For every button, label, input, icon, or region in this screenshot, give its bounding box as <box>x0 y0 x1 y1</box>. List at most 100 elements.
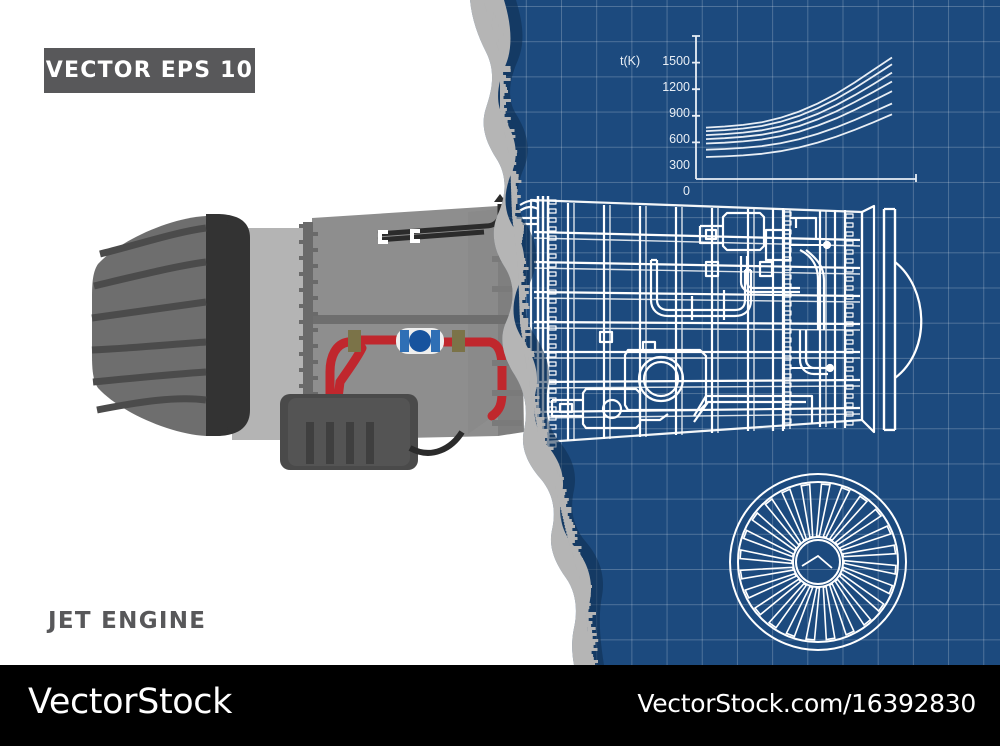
paper-fibre <box>533 402 539 405</box>
paper-fibre <box>516 252 521 255</box>
vectorstock-brand: VectorStock <box>28 682 232 722</box>
paper-fibre <box>561 510 572 513</box>
flange-bolt <box>548 352 557 358</box>
paper-fibre <box>516 255 523 258</box>
paper-fibre <box>542 444 546 447</box>
flange-bolt <box>845 258 854 264</box>
paper-fibre <box>588 645 594 648</box>
paper-fibre <box>580 579 586 582</box>
paper-fibre <box>527 369 534 372</box>
turbine-blade <box>838 525 892 552</box>
paper-fibre <box>501 114 505 117</box>
paper-fibre <box>528 378 533 381</box>
paper-fibre <box>536 420 543 423</box>
paper-fibre <box>500 57 507 60</box>
flange-bolt <box>299 352 304 356</box>
paper-fibre <box>574 558 583 561</box>
tear-edge-gray <box>470 0 599 665</box>
paper-fibre <box>524 351 534 354</box>
flange-bolt <box>548 316 557 322</box>
paper-fibre <box>522 336 526 339</box>
chart-line-curve-4 <box>705 80 893 140</box>
paper-fibre <box>523 342 526 345</box>
paper-fibre <box>518 288 525 291</box>
paper-fibre <box>581 588 590 591</box>
paper-fibre <box>582 594 591 597</box>
paper-fibre <box>500 105 505 108</box>
paper-fibre <box>583 600 588 603</box>
fan-ring-face <box>206 214 228 436</box>
paper-fibre <box>585 615 593 618</box>
paper-fibre <box>540 438 546 441</box>
paper-fibre <box>584 606 590 609</box>
paper-fibre <box>519 318 529 321</box>
flange-bolt <box>299 224 304 228</box>
paper-fibre <box>549 465 558 468</box>
paper-fibre <box>504 129 515 132</box>
flange-bolt <box>845 267 854 273</box>
chart-plot <box>692 35 917 182</box>
flange-bolt <box>783 409 792 415</box>
flange-bolt <box>299 288 304 292</box>
paper-fibre <box>510 183 516 186</box>
flange-bolt <box>299 384 304 388</box>
flange-bolt <box>783 346 792 352</box>
paper-fibre <box>517 264 523 267</box>
paper-fibre <box>582 591 586 594</box>
paper-fibre <box>508 150 518 153</box>
flange-bolt <box>845 222 854 228</box>
turbine-blade <box>822 585 836 641</box>
paper-fibre <box>588 663 596 665</box>
paper-fibre <box>500 63 503 66</box>
flange-bolt <box>548 406 557 412</box>
paper-fibre <box>575 561 584 564</box>
flange-bolt <box>548 307 557 313</box>
turbine-blade <box>739 549 793 565</box>
flange-bolt <box>783 310 792 316</box>
paper-fibre <box>510 174 519 177</box>
paper-fibre <box>539 435 548 438</box>
paper-fibre <box>515 240 522 243</box>
paper-fibre <box>503 126 507 129</box>
flange-bolt <box>548 244 557 250</box>
paper-fibre <box>492 27 498 30</box>
flange-bolt <box>845 375 854 381</box>
flange-bolt <box>783 373 792 379</box>
paper-fibre <box>500 69 511 72</box>
paper-fibre <box>538 432 548 435</box>
paper-fibre <box>564 525 575 528</box>
paper-fibre <box>511 195 521 198</box>
flange-bolt <box>313 360 318 364</box>
paper-fibre <box>506 138 513 141</box>
paper-fibre <box>550 468 557 471</box>
flange-bolt <box>548 388 557 394</box>
paper-fibre <box>564 522 574 525</box>
paper-fibre <box>518 276 526 279</box>
paper-fibre <box>519 303 529 306</box>
turbine-blade <box>785 585 814 638</box>
paper-fibre <box>500 99 511 102</box>
accessory-cable <box>408 430 465 456</box>
flange-bolt <box>548 262 557 268</box>
paper-fibre <box>553 477 564 480</box>
blueprint-engine-outline <box>516 196 923 448</box>
paper-fibre <box>534 408 541 411</box>
turbine-blade <box>753 578 802 616</box>
turbine-blade <box>781 488 808 542</box>
temperature-chart: t(K) 1500 1200 900 600 300 0 <box>620 24 920 198</box>
paper-fibre <box>510 177 519 180</box>
flange-bolt <box>845 303 854 309</box>
paper-fibre <box>500 75 506 78</box>
hose-clamp-right <box>452 330 465 352</box>
paper-fibre <box>489 18 493 21</box>
paper-fibre <box>496 42 504 45</box>
paper-fibre <box>511 201 518 204</box>
paper-fibre <box>548 462 551 465</box>
flange-bolt <box>548 343 557 349</box>
paper-fibre <box>521 330 526 333</box>
paper-fibre <box>500 54 507 57</box>
paper-fibre <box>512 216 517 219</box>
paper-fibre <box>562 516 570 519</box>
paper-fibre <box>500 78 511 81</box>
